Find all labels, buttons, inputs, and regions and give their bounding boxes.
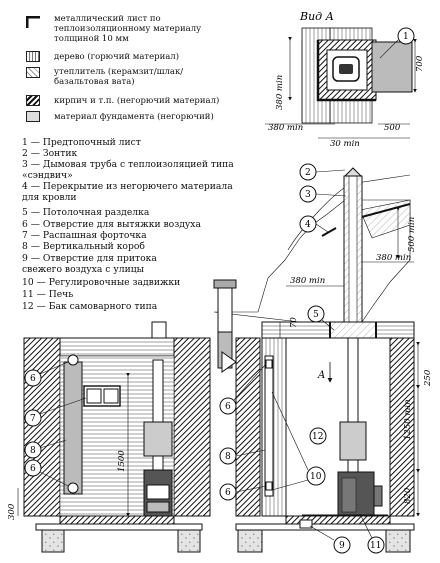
dim-500: 500 min bbox=[407, 217, 417, 252]
dim-1250: 1250 min bbox=[403, 399, 413, 440]
list-item: 3 — Дымовая труба с теплоизоляцией типа … bbox=[22, 159, 234, 181]
legend-brick-label: кирпич и т.п. (негорючий материал) bbox=[54, 96, 220, 106]
view-a-dim-380-vertical: 380 min bbox=[275, 75, 285, 110]
list-item: 4 — Перекрытие из негорючего материала д… bbox=[22, 181, 233, 203]
dim-380-left: 380 min bbox=[290, 276, 325, 286]
callout-12: 12 bbox=[312, 432, 323, 442]
callout-4: 4 bbox=[305, 220, 311, 230]
list-item: 7 — Распашная форточка bbox=[22, 230, 147, 241]
view-a-dim-500: 500 bbox=[384, 123, 401, 133]
legend-steel-swatch bbox=[26, 16, 40, 28]
arrow-a-label: A bbox=[317, 370, 325, 381]
list-item: 8 — Вертикальный короб bbox=[22, 241, 145, 252]
callout-6: 6 bbox=[30, 464, 36, 474]
dim-380-right: 380 min bbox=[376, 253, 411, 263]
callout-5: 5 bbox=[313, 310, 319, 320]
list-item: 12 — Бак самоварного типа bbox=[22, 301, 158, 312]
left-elevation: 1500 300 6 7 8 6 bbox=[7, 321, 211, 553]
legend-insulation-label: утеплитель (керамзит/шлак/ базальтовая в… bbox=[54, 67, 184, 87]
callout-10: 10 bbox=[310, 472, 322, 482]
list-item: 9 — Отверстие для притока свежего воздух… bbox=[22, 253, 157, 275]
callout-6: 6 bbox=[225, 402, 231, 412]
callout-2: 2 bbox=[305, 168, 311, 178]
callout-3: 3 bbox=[305, 190, 311, 200]
list-item: 2 — Зонтик bbox=[22, 148, 78, 159]
legend-insulation-swatch bbox=[26, 67, 40, 78]
view-a-dim-380-horizontal: 380 min bbox=[268, 123, 303, 133]
legend-steel-label: металлический лист по теплоизоляционному… bbox=[54, 14, 202, 44]
list-item: 11 — Печь bbox=[22, 289, 74, 300]
dim-70: 70 bbox=[289, 317, 299, 328]
list-item: 1 — Предтопочный лист bbox=[22, 137, 141, 148]
legend-foundation-swatch bbox=[26, 111, 40, 122]
legend-wood-label: дерево (горючий материал) bbox=[54, 52, 180, 62]
legend-brick-swatch bbox=[26, 95, 40, 106]
callout-1: 1 bbox=[403, 32, 409, 42]
legend-wood-swatch bbox=[26, 51, 40, 62]
callout-6: 6 bbox=[30, 374, 36, 384]
list-item: 5 — Потолочная разделка bbox=[22, 207, 150, 218]
view-a-title: Вид А bbox=[299, 10, 334, 23]
legend-foundation-label: материал фундамента (негорючий) bbox=[54, 112, 214, 122]
callout-11: 11 bbox=[370, 541, 381, 551]
callout-8: 8 bbox=[225, 452, 231, 462]
list-item: 10 — Регулировочные задвижки bbox=[22, 277, 181, 288]
callout-8: 8 bbox=[30, 446, 36, 456]
list-item: 6 — Отверстие для вытяжки воздуха bbox=[22, 219, 201, 230]
view-a-dim-700: 700 bbox=[415, 55, 425, 72]
dim-250: 250 bbox=[423, 369, 433, 387]
callout-7: 7 bbox=[30, 414, 36, 424]
section-view: A 500 min 380 min 380 min 70 250 1250 mi… bbox=[213, 163, 433, 554]
dim-1500: 1500 bbox=[117, 450, 127, 472]
callout-9: 9 bbox=[339, 541, 345, 551]
dim-820: 820 bbox=[403, 487, 413, 504]
view-a-dim-30: 30 min bbox=[330, 139, 360, 149]
dim-300: 300 bbox=[7, 503, 17, 520]
view-a-detail: Вид А 380 min 700 380 min 30 min 500 1 bbox=[265, 10, 425, 149]
callout-6: 6 bbox=[225, 488, 231, 498]
